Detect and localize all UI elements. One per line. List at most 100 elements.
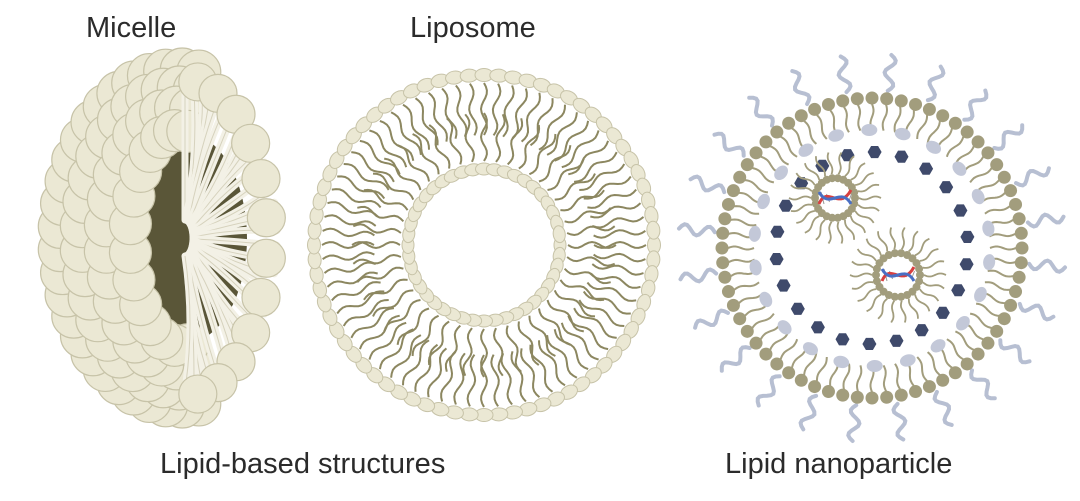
liposome-outer-tail	[568, 140, 610, 176]
lnp-lipid-head	[850, 92, 864, 106]
lnp-lipid-tail	[882, 364, 888, 392]
liposome-outer-tail	[322, 227, 375, 238]
inner-micelle-head	[890, 249, 899, 258]
micelle-lipid-head	[246, 198, 286, 238]
lnp-lipid-tail	[856, 104, 862, 132]
liposome-inner-tail	[560, 189, 605, 212]
ionizable-lipid	[951, 284, 966, 297]
lnp-lipid-tail	[988, 232, 1016, 238]
lnp-lipid-head	[922, 102, 936, 116]
inner-micelle-tail	[795, 172, 816, 186]
liposome-outer-tail	[331, 188, 382, 209]
peg-lipid-chain	[969, 368, 997, 401]
inner-micelle-head	[872, 277, 881, 286]
inner-micelle-head	[872, 271, 880, 279]
lnp-lipid-head	[865, 391, 879, 405]
lnp-lipid-tail	[780, 135, 798, 158]
liposome-outer-tail	[402, 339, 430, 386]
lnp-lipid-tail	[733, 281, 760, 291]
liposome-outer-tail	[427, 92, 448, 142]
ionizable-lipid	[835, 333, 850, 346]
lnp-lipid-tail	[803, 351, 818, 376]
inner-micelle-tail	[900, 227, 906, 250]
liposome-outer-tail	[379, 119, 415, 161]
liposome-inner-tail	[528, 133, 557, 176]
liposome-outer-tail	[321, 241, 375, 250]
peg-lipid-chain	[882, 53, 898, 93]
peg-lipid-chain	[693, 308, 730, 330]
lnp-lipid-tail	[803, 120, 818, 145]
inner-micelle-tail	[851, 260, 874, 269]
cholesterol-molecule	[833, 355, 850, 369]
inner-micelle-tail	[855, 172, 874, 186]
lnp-lipid-tail	[843, 106, 850, 133]
liposome-outer-tail	[591, 263, 644, 276]
liposome-outer-tail	[500, 353, 513, 406]
lnp-lipid-tail	[946, 338, 964, 361]
cholesterol-molecule	[866, 359, 883, 372]
cholesterol-molecule	[777, 320, 792, 335]
inner-micelle-tail	[844, 219, 855, 240]
lnp-lipid-tail	[980, 192, 1006, 204]
liposome-outer-tail	[480, 354, 489, 408]
liposome-outer-tail	[502, 85, 515, 138]
inner-micelle-tail	[856, 248, 877, 262]
liposome-inner-tail	[464, 113, 476, 163]
peg-lipid-chain	[932, 390, 954, 427]
micelle-label: Micelle	[86, 12, 177, 44]
liposome-outer-tail	[369, 129, 408, 168]
lnp-lipid-head	[936, 109, 950, 123]
lnp-lipid-tail	[751, 312, 775, 329]
liposome-outer-tail	[427, 347, 448, 398]
liposome-outer-tail	[573, 151, 618, 183]
liposome-outer-tail	[520, 348, 541, 398]
inner-micelle-tail	[858, 195, 882, 201]
lnp-lipid-tail	[894, 363, 901, 390]
ionizable-lipid	[770, 225, 785, 238]
inner-micelle-head	[897, 292, 906, 301]
cholesterol-molecule	[802, 342, 818, 356]
ionizable-lipid	[919, 162, 934, 175]
liposome-inner-tail	[505, 325, 522, 373]
inner-micelle-tail	[877, 298, 888, 320]
inner-micelle-head	[897, 249, 906, 258]
lnp-lipid-head	[922, 380, 936, 394]
ionizable-lipid	[790, 302, 805, 315]
inner-micelle-tail	[914, 237, 930, 257]
ionizable-lipid	[867, 146, 882, 159]
peg-lipid-chain	[798, 393, 819, 432]
lipid-based-structures-caption: Lipid-based structures	[160, 448, 446, 480]
cholesterol-molecule	[983, 254, 996, 271]
liposome-inner-tail	[363, 278, 408, 301]
inner-micelle-tail	[788, 195, 812, 201]
cholesterol-molecule	[757, 193, 770, 210]
liposome-outer-tail	[327, 201, 379, 218]
ionizable-lipid	[769, 253, 784, 266]
liposome-inner-tail	[559, 279, 605, 302]
liposome-inner-tail	[356, 266, 404, 283]
liposome-outer-tail	[342, 299, 389, 327]
liposome-inner-tail	[383, 157, 422, 191]
liposome-outer-tail	[358, 314, 400, 350]
liposome-inner-tail	[518, 124, 541, 170]
inner-micelle-tail	[815, 156, 826, 177]
inner-micelle-tail	[919, 248, 939, 262]
liposome-outer-tail	[337, 175, 386, 200]
lnp-lipid-head	[1004, 184, 1018, 198]
lnp-lipid-tail	[734, 205, 760, 215]
liposome-outer-tail	[593, 229, 646, 239]
ionizable-lipid	[810, 321, 825, 334]
lnp-lipid-head	[880, 92, 894, 106]
inner-micelle-tail	[854, 210, 875, 224]
liposome-outer-head	[646, 220, 661, 240]
liposome-inner-tail	[357, 205, 405, 223]
lnp-lipid-tail	[727, 245, 755, 251]
peg-lipid-chain	[891, 401, 908, 442]
lnp-lipid-head	[718, 270, 732, 284]
inner-micelle-tail	[796, 210, 815, 224]
peg-lipid-chain	[1014, 166, 1051, 188]
liposome-outer-tail	[455, 84, 468, 137]
liposome-outer-tail	[589, 272, 641, 289]
liposome-inner-tail	[547, 158, 585, 191]
inner-micelle-tail	[922, 281, 945, 290]
